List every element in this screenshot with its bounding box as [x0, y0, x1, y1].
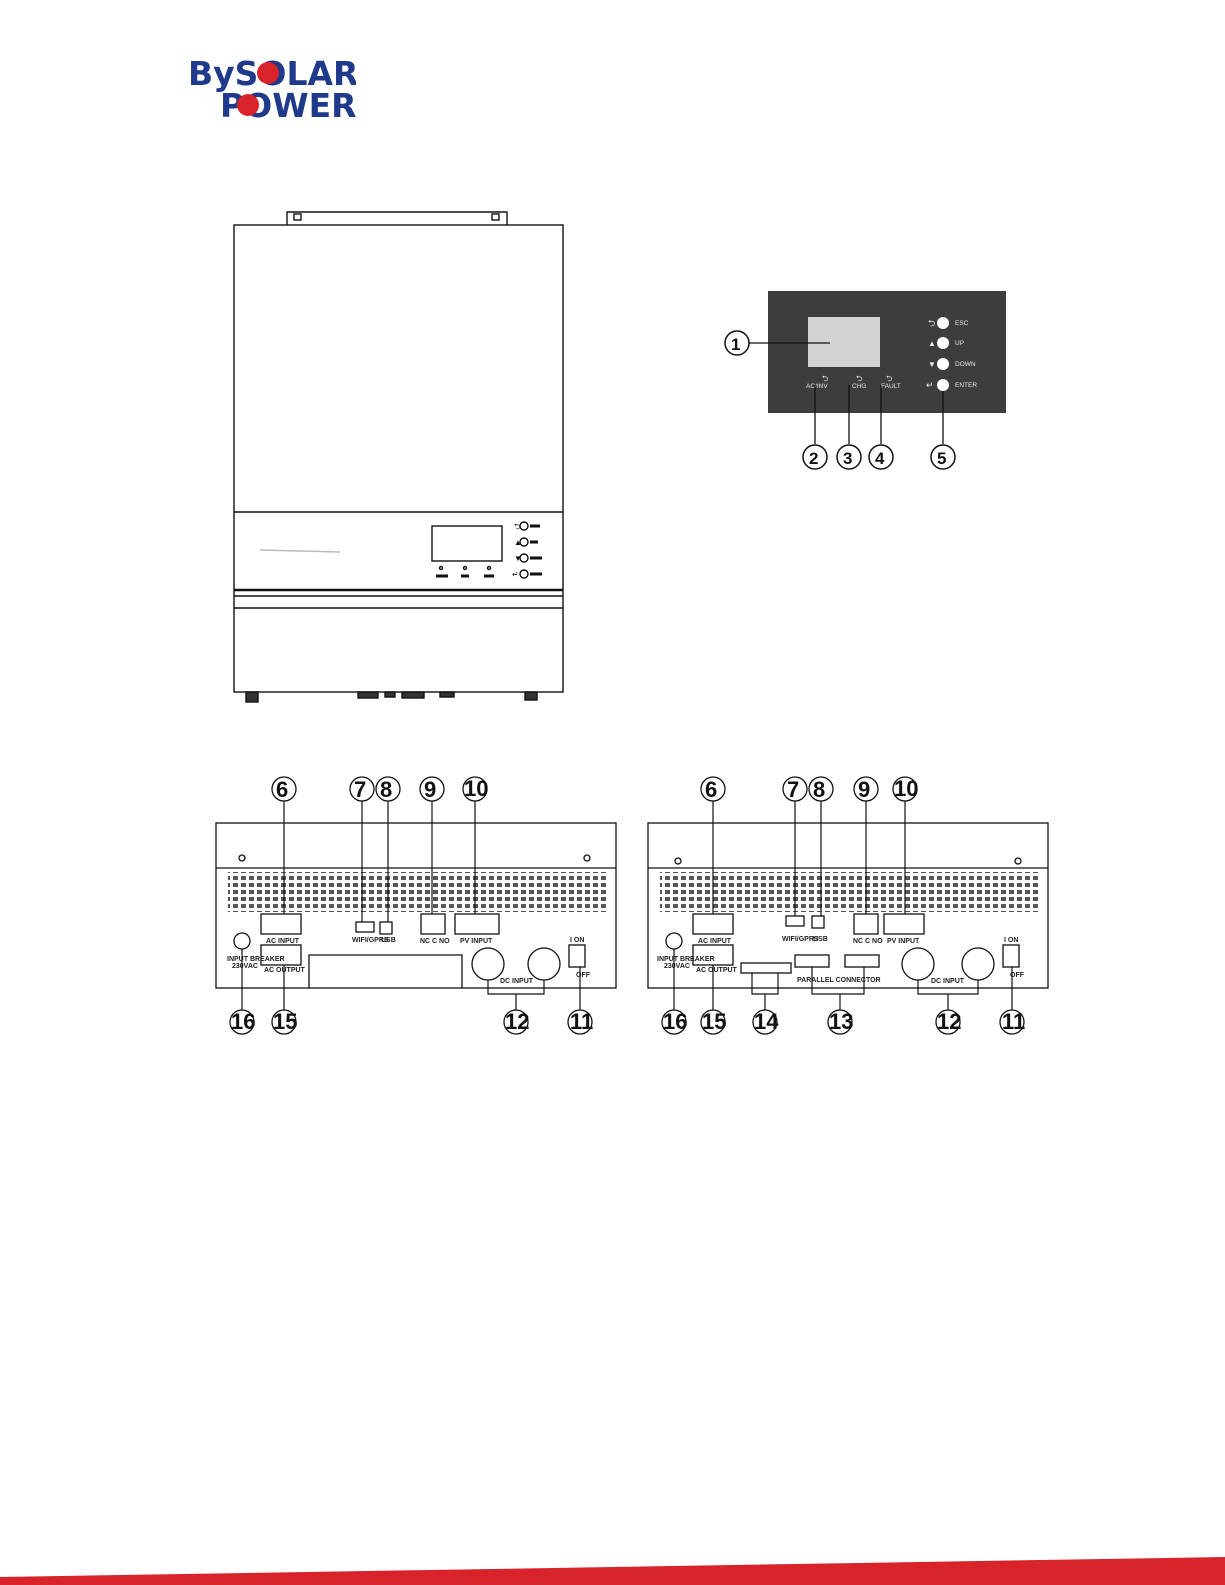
- down-label: DOWN: [955, 361, 976, 368]
- esc-label: ESC: [955, 320, 969, 327]
- panel-face: [768, 291, 1006, 413]
- callout-r-15: 15: [702, 1009, 726, 1034]
- callout-1: 1: [731, 335, 740, 354]
- callout-l-8: 8: [380, 777, 392, 802]
- callout-l-16: 16: [231, 1009, 255, 1034]
- sun-mark-2: [237, 94, 259, 116]
- off-label-l: OFF: [576, 972, 591, 979]
- callout-r-11: 11: [1002, 1009, 1025, 1034]
- svg-text:▲: ▲: [928, 339, 936, 348]
- callout-5: 5: [937, 449, 946, 468]
- rear-view-left: AC INPUT AC OUTPUT WIFI/GPRS USB NC C NO…: [215, 822, 617, 989]
- up-label: UP: [955, 340, 964, 347]
- svg-text:⮌: ⮌: [856, 374, 862, 383]
- led-acinv-label: AC/INV: [806, 383, 828, 390]
- up-button[interactable]: [937, 337, 949, 349]
- callout-r-13: 13: [829, 1009, 853, 1034]
- callout-l-12: 12: [505, 1009, 529, 1034]
- pv-input-label-r: PV INPUT: [887, 938, 920, 945]
- rear-view-right: AC INPUT AC OUTPUT WIFI/GPRS USB NC C NO…: [647, 822, 1049, 989]
- svg-text:▼: ▼: [514, 554, 522, 563]
- callout-l-11: 11: [570, 1009, 593, 1034]
- usb-label-r: USB: [813, 936, 828, 943]
- off-label-r: OFF: [1010, 972, 1025, 979]
- callout-r-7: 7: [787, 777, 799, 802]
- callout-r-14: 14: [754, 1009, 779, 1034]
- callout-r-6: 6: [705, 777, 717, 802]
- sun-mark: [257, 62, 279, 84]
- led-chg-label: CHG: [852, 383, 866, 390]
- svg-text:▼: ▼: [928, 360, 936, 369]
- callout-r-8: 8: [813, 777, 825, 802]
- svg-text:⮌: ⮌: [822, 374, 828, 383]
- usb-label-l: USB: [381, 937, 396, 944]
- callout-r-16: 16: [663, 1009, 687, 1034]
- callout-r-9: 9: [858, 777, 870, 802]
- callout-numbers-left: 6 7 8 9 10 16 15 12 11: [229, 776, 593, 1035]
- dc-input-label-r: DC INPUT: [931, 978, 965, 985]
- svg-text:⮌: ⮌: [514, 522, 520, 531]
- ac-input-label-r: AC INPUT: [698, 938, 732, 945]
- callout-4: 4: [875, 449, 885, 468]
- svg-text:↵: ↵: [512, 570, 519, 579]
- callout-l-9: 9: [424, 777, 436, 802]
- front-view: ⮌ ▲ ▼ ↵: [233, 211, 564, 703]
- callouts-left: [241, 801, 581, 1010]
- wifi-label-l: WIFI/GPRS: [352, 937, 389, 944]
- brand-logo: BySOLAR POWER: [188, 55, 356, 125]
- svg-text:⮌: ⮌: [886, 374, 892, 383]
- svg-text:↵: ↵: [926, 380, 934, 390]
- callout-numbers-right: 6 7 8 9 10 16 15 14 13 12 11: [661, 776, 1025, 1035]
- enter-label: ENTER: [955, 382, 977, 389]
- esc-button[interactable]: [937, 317, 949, 329]
- dc-input-label-l: DC INPUT: [500, 978, 534, 985]
- down-button[interactable]: [937, 358, 949, 370]
- ac-output-label-l: AC OUTPUT: [264, 967, 306, 974]
- front-lcd: [431, 525, 503, 562]
- breaker2-label-r: 230VAC: [664, 963, 690, 970]
- svg-text:▲: ▲: [514, 538, 522, 547]
- on-label-r: I ON: [1004, 937, 1018, 944]
- callout-r-12: 12: [937, 1009, 961, 1034]
- callout-l-10: 10: [464, 776, 488, 801]
- callout-r-10: 10: [894, 776, 918, 801]
- callout-2: 2: [809, 449, 818, 468]
- svg-text:⮌: ⮌: [928, 318, 935, 328]
- dry-label-l: NC C NO: [420, 938, 450, 945]
- breaker2-label-l: 230VAC: [232, 963, 258, 970]
- footer-stripe: [0, 1557, 1225, 1585]
- control-panel-detail: ⮌ ESC ▲ UP ▼ DOWN ↵ ENTER ⮌ AC/INV ⮌ CHG…: [724, 291, 1006, 470]
- callout-3: 3: [843, 449, 852, 468]
- ac-input-label-l: AC INPUT: [266, 938, 300, 945]
- callouts-right: [673, 801, 1013, 1010]
- breaker1-label-l: INPUT BREAKER: [227, 956, 285, 963]
- callout-l-15: 15: [273, 1009, 297, 1034]
- ac-output-label-r: AC OUTPUT: [696, 967, 738, 974]
- on-label-l: I ON: [570, 937, 584, 944]
- enter-button[interactable]: [937, 379, 949, 391]
- parallel-label-r: PARALLEL CONNECTOR: [797, 977, 881, 984]
- dry-label-r: NC C NO: [853, 938, 883, 945]
- callout-l-7: 7: [354, 777, 366, 802]
- panel-lcd: [808, 317, 880, 367]
- pv-input-label-l: PV INPUT: [460, 938, 493, 945]
- breaker1-label-r: INPUT BREAKER: [657, 956, 715, 963]
- led-fault-label: FAULT: [881, 383, 901, 390]
- callout-l-6: 6: [276, 777, 288, 802]
- wifi-label-r: WIFI/GPRS: [782, 936, 819, 943]
